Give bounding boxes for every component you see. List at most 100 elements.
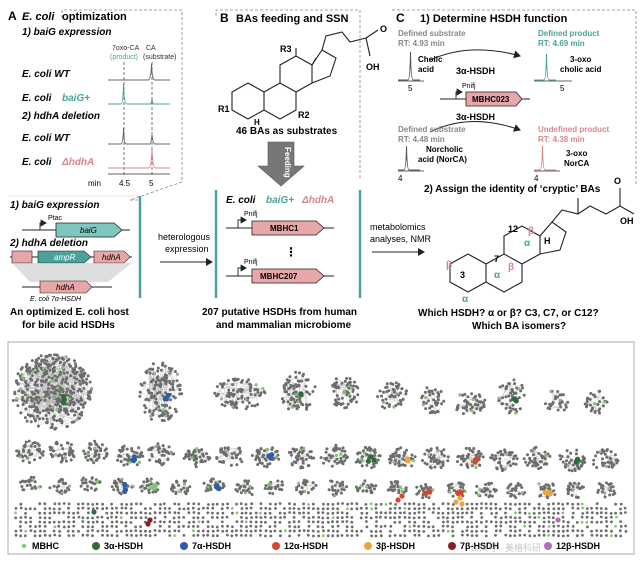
mbhc-node bbox=[349, 386, 353, 389]
network-node bbox=[39, 398, 43, 402]
network-node bbox=[57, 524, 61, 528]
network-node bbox=[77, 416, 81, 420]
network-node bbox=[254, 525, 258, 529]
network-node bbox=[385, 382, 389, 386]
network-node bbox=[77, 529, 80, 533]
network-node bbox=[56, 454, 60, 458]
network-node bbox=[465, 408, 469, 412]
network-node bbox=[422, 506, 426, 510]
network-node bbox=[374, 530, 378, 533]
network-node bbox=[274, 502, 277, 506]
network-node bbox=[376, 395, 380, 399]
network-node bbox=[33, 480, 37, 484]
network-node bbox=[551, 402, 554, 406]
mbhc-node bbox=[427, 453, 431, 457]
network-node bbox=[110, 534, 114, 537]
network-node bbox=[69, 400, 73, 404]
network-node bbox=[331, 520, 334, 524]
network-node bbox=[412, 516, 416, 520]
network-node bbox=[129, 521, 133, 524]
network-node bbox=[80, 478, 84, 482]
network-node bbox=[164, 391, 167, 395]
network-node bbox=[58, 373, 61, 377]
network-node bbox=[211, 503, 215, 506]
network-node bbox=[583, 402, 587, 406]
network-node bbox=[240, 507, 244, 510]
network-node bbox=[100, 443, 104, 447]
network-node bbox=[581, 455, 585, 459]
prod1-line2: cholic acid bbox=[560, 65, 601, 74]
network-node bbox=[368, 446, 371, 449]
network-node bbox=[67, 511, 71, 515]
network-edge bbox=[600, 452, 617, 461]
network-node bbox=[442, 454, 446, 458]
network-node bbox=[43, 529, 46, 533]
network-node bbox=[365, 520, 368, 523]
network-node bbox=[365, 511, 369, 515]
network-node bbox=[25, 387, 29, 391]
network-node bbox=[21, 389, 24, 393]
network-edge bbox=[227, 449, 232, 466]
network-node bbox=[317, 516, 321, 519]
network-node bbox=[388, 395, 392, 399]
network-edge bbox=[223, 383, 251, 385]
network-node bbox=[24, 393, 28, 397]
network-node bbox=[561, 515, 565, 519]
network-node bbox=[389, 382, 393, 385]
network-node bbox=[161, 378, 165, 382]
network-node bbox=[254, 458, 258, 461]
network-node bbox=[533, 457, 537, 460]
network-node bbox=[542, 529, 546, 533]
network-node bbox=[580, 463, 584, 467]
tick-c1: 5 bbox=[408, 84, 413, 93]
network-node bbox=[192, 529, 195, 533]
network-node bbox=[340, 461, 344, 464]
network-node bbox=[306, 491, 310, 495]
mbhc-node bbox=[339, 453, 343, 456]
network-node bbox=[572, 481, 576, 485]
network-node bbox=[389, 485, 393, 489]
network-node bbox=[106, 534, 109, 537]
network-node bbox=[110, 502, 113, 506]
network-node bbox=[65, 424, 69, 428]
network-node bbox=[175, 379, 179, 383]
network-node bbox=[539, 485, 543, 489]
network-node bbox=[295, 448, 298, 452]
network-node bbox=[150, 417, 153, 421]
network-node bbox=[149, 482, 153, 486]
network-node bbox=[392, 395, 396, 399]
network-node bbox=[86, 374, 90, 378]
network-node bbox=[336, 507, 339, 511]
network-node bbox=[235, 511, 239, 515]
network-node bbox=[511, 388, 514, 392]
network-node bbox=[566, 524, 570, 528]
network-node bbox=[397, 393, 401, 397]
network-node bbox=[269, 516, 273, 519]
network-node bbox=[160, 363, 164, 367]
network-node bbox=[100, 515, 104, 519]
network-node bbox=[206, 506, 210, 510]
network-node bbox=[101, 533, 104, 537]
network-node bbox=[93, 488, 97, 492]
network-node bbox=[504, 521, 508, 524]
network-node bbox=[369, 448, 373, 452]
network-edge bbox=[166, 385, 178, 406]
network-node bbox=[16, 404, 20, 408]
network-node bbox=[356, 489, 360, 493]
mbhc-node bbox=[299, 448, 302, 452]
network-node bbox=[503, 450, 507, 454]
network-node bbox=[527, 461, 531, 465]
network-node bbox=[125, 533, 129, 537]
network-node bbox=[590, 520, 594, 524]
network-node bbox=[48, 486, 52, 490]
network-node bbox=[80, 410, 84, 414]
network-node bbox=[306, 378, 310, 382]
network-node bbox=[168, 388, 172, 392]
network-node bbox=[257, 449, 261, 453]
network-node bbox=[19, 520, 22, 524]
network-node bbox=[243, 479, 247, 483]
network-node bbox=[508, 406, 512, 410]
network-node bbox=[436, 398, 440, 402]
network-node bbox=[543, 450, 547, 454]
network-node bbox=[405, 389, 408, 393]
